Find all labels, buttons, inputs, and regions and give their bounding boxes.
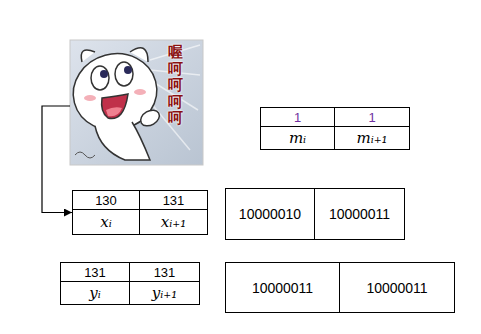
exclamation-text: 喔呵呵呵呵	[168, 44, 183, 127]
table-cell: 10000011	[339, 262, 455, 313]
flow-arrow	[42, 106, 72, 213]
cell-text: 130	[95, 193, 117, 208]
table-cell: yᵢ₊₁	[129, 281, 200, 305]
cell-text: 131	[84, 265, 106, 280]
table-cell: xᵢ	[72, 209, 140, 235]
cell-text: 131	[154, 265, 176, 280]
table-cell: 10000010	[225, 188, 315, 240]
value-table: 131 131 yᵢ yᵢ₊₁	[60, 262, 200, 305]
cell-text: 10000011	[329, 206, 390, 222]
cartoon-frame: 喔呵呵呵呵	[70, 40, 203, 165]
cell-text: mᵢ₊₁	[356, 129, 387, 147]
table-cell: 10000011	[225, 262, 340, 313]
value-table: 130 131 xᵢ xᵢ₊₁	[72, 190, 208, 235]
cell-text: mᵢ	[289, 129, 306, 147]
table-cell: mᵢ	[260, 126, 335, 150]
cell-text: 1	[294, 110, 301, 125]
cell-text: 10000011	[252, 280, 313, 296]
cell-text: 1	[368, 110, 375, 125]
cell-text: xᵢ	[100, 213, 111, 231]
binary-box: 10000010 10000011	[225, 188, 405, 240]
table-cell: 1	[260, 107, 335, 127]
table-cell: 10000011	[314, 188, 405, 240]
cell-text: xᵢ₊₁	[161, 213, 186, 231]
table-cell: 131	[139, 190, 208, 210]
cell-text: 10000011	[366, 280, 427, 296]
table-cell: xᵢ₊₁	[139, 209, 208, 235]
table-cell: 1	[334, 107, 410, 127]
table-cell: 131	[129, 262, 200, 282]
cell-text: 131	[163, 193, 185, 208]
value-table: 1 1 mᵢ mᵢ₊₁	[260, 107, 410, 150]
cell-text: yᵢ	[89, 284, 101, 302]
cell-text: 10000010	[239, 206, 301, 222]
cell-text: yᵢ₊₁	[152, 284, 177, 302]
table-cell: 131	[60, 262, 130, 282]
table-cell: 130	[72, 190, 140, 210]
table-cell: yᵢ	[60, 281, 130, 305]
binary-box: 10000011 10000011	[225, 262, 455, 313]
table-cell: mᵢ₊₁	[334, 126, 410, 150]
